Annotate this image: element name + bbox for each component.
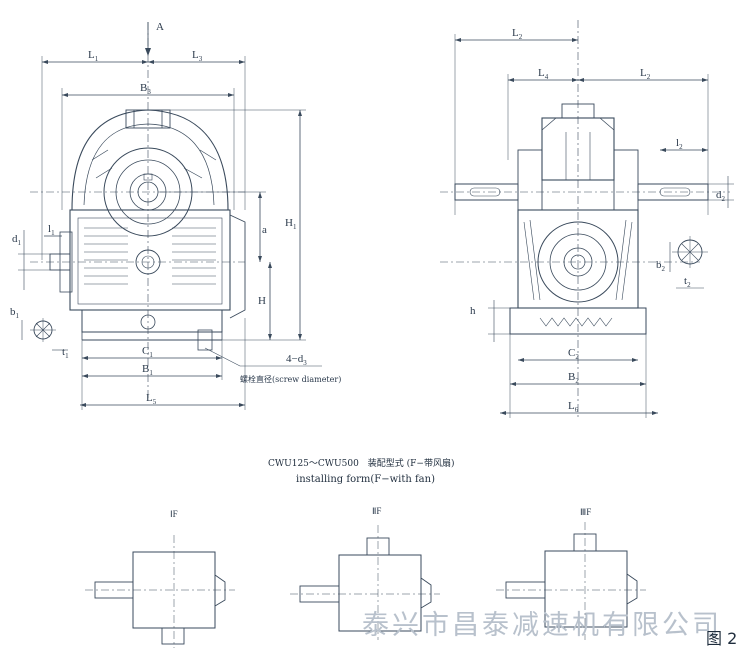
- label-C1: C1: [142, 345, 153, 360]
- label-b2: b2: [656, 259, 665, 274]
- figure-label: 图 2: [706, 629, 738, 648]
- label-L4: L4: [538, 67, 549, 82]
- company-watermark: 泰兴市昌泰减速机有限公司: [362, 610, 722, 641]
- label-d2: d2: [716, 189, 725, 204]
- label-L6: L6: [568, 400, 579, 415]
- label-b1: b1: [10, 306, 19, 321]
- label-L2-top: L2: [512, 27, 523, 42]
- label-d1: d1: [12, 233, 21, 248]
- right-view: [440, 20, 734, 420]
- caption-installing-form: installing form(F−with fan): [296, 474, 435, 485]
- label-B2: B2: [568, 371, 579, 386]
- label-L3: L3: [192, 49, 203, 64]
- label-C2: C2: [568, 347, 579, 362]
- label-L2: L2: [640, 67, 651, 82]
- label-t1: t1: [62, 346, 69, 361]
- label-l2: l2: [676, 137, 683, 152]
- form-label-2: ⅡF: [372, 506, 382, 516]
- label-t2: t2: [684, 275, 691, 290]
- label-L5: L5: [146, 392, 157, 407]
- install-form-3: [496, 522, 646, 640]
- left-view: [18, 22, 322, 410]
- install-form-2: [290, 525, 440, 640]
- form-label-1: ⅠF: [170, 509, 178, 519]
- label-d3: 4−d3: [286, 353, 307, 368]
- label-h: h: [470, 305, 476, 317]
- caption-model-range: CWU125～CWU500 装配型式 (F−带风扇): [268, 459, 455, 469]
- label-L1: L1: [88, 49, 99, 64]
- label-B3: B3: [140, 82, 151, 97]
- form-label-3: ⅢF: [580, 507, 592, 517]
- label-H1: H1: [285, 217, 297, 232]
- label-A: A: [156, 21, 164, 33]
- label-a: a: [262, 224, 267, 236]
- install-form-1: [85, 535, 235, 648]
- label-B1: B1: [142, 363, 153, 378]
- label-H: H: [258, 295, 266, 307]
- label-l1: l1: [48, 223, 55, 238]
- label-screw-diameter: 螺栓直径(screw diameter): [240, 375, 342, 384]
